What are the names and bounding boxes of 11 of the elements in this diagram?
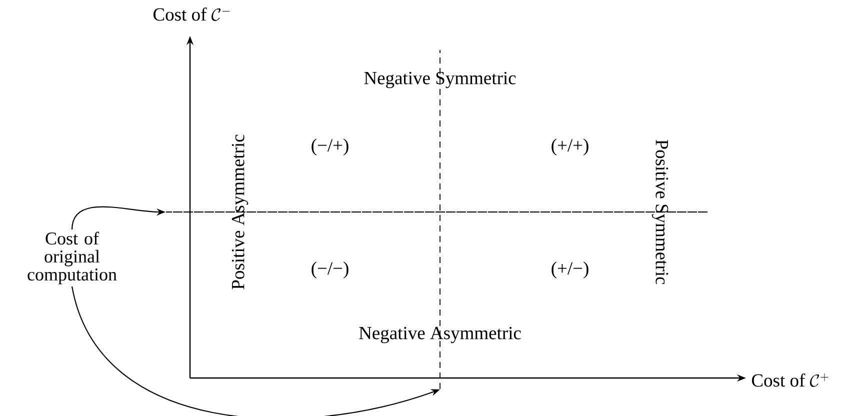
boundary-label: Positive Asymmetric — [232, 134, 248, 290]
boundary-label: Positive Symmetric — [652, 140, 668, 284]
region-label: (−/+) — [312, 138, 348, 156]
region-label: (+/−) — [552, 262, 588, 278]
text-label: Cost of original computation — [28, 232, 117, 284]
region-label: (+/+) — [552, 138, 588, 156]
axis-label: $\mbox{Cost of }\mathcal{C}^{-}$ — [154, 8, 230, 21]
boundary-label: Negative Asymmetric — [359, 326, 521, 344]
region-label: (−/−) — [312, 262, 348, 278]
axis-label: $\mbox{Cost of }\mathcal{C}^{+}$ — [752, 373, 828, 387]
boundary-label: Negative Symmetric — [364, 72, 516, 88]
